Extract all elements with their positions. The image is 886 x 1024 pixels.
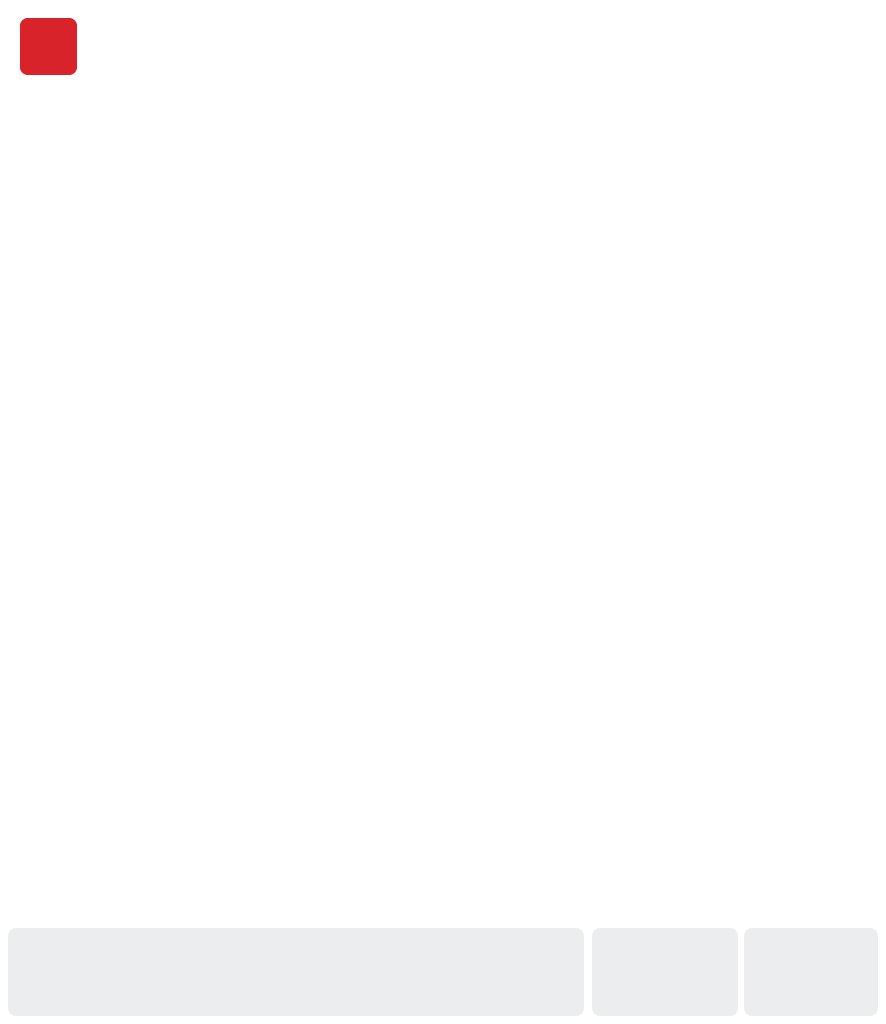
discount-fares-panel	[744, 928, 878, 1016]
standard-fares-panel	[592, 928, 738, 1016]
train-lines-legend	[8, 928, 584, 1016]
rtd-logo	[20, 18, 77, 75]
header	[20, 18, 109, 75]
